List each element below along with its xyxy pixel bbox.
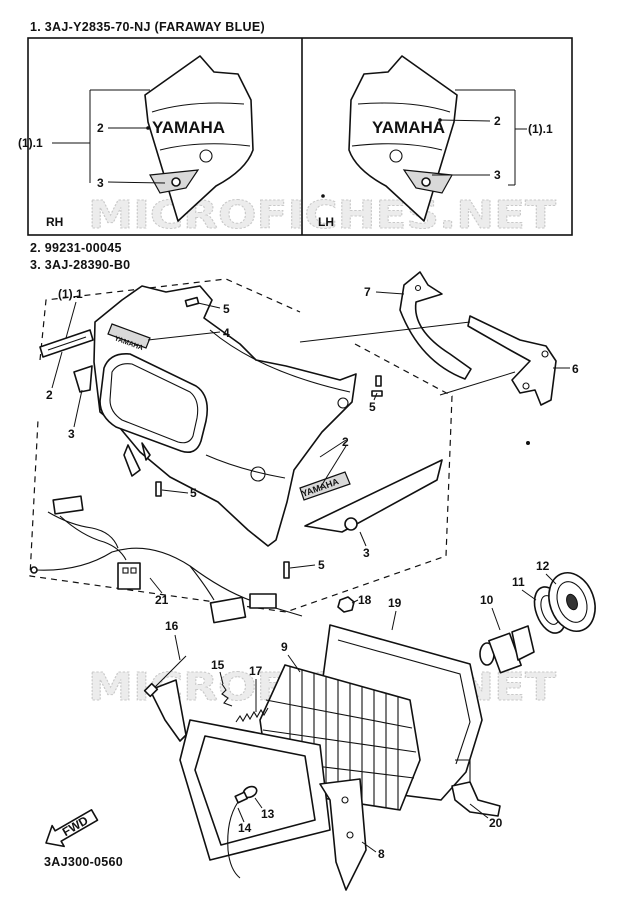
clip-lower <box>283 561 290 579</box>
lh-yamaha-logo: YAMAHA <box>372 118 445 137</box>
position-bulb <box>234 785 258 804</box>
inset-dot <box>321 194 325 198</box>
callout-15: 15 <box>211 658 225 672</box>
lower-tab <box>123 444 141 477</box>
lh-side-cover <box>348 55 458 222</box>
rh-callout-3: 3 <box>97 176 104 190</box>
callout-2-left: 2 <box>46 388 53 402</box>
callout-16: 16 <box>165 619 179 633</box>
callout-5-right: 5 <box>369 400 376 414</box>
headlight-opening <box>99 352 209 454</box>
left-lower-piece <box>73 365 93 393</box>
callout-2-right: 2 <box>342 435 349 449</box>
rh-bracket <box>52 89 166 184</box>
lower-side-cover-strip <box>304 459 443 533</box>
lh-callout-3: 3 <box>494 168 501 182</box>
lh-bracket <box>432 89 527 186</box>
callout-10: 10 <box>480 593 494 607</box>
rh-yamaha-logo: YAMAHA <box>152 118 225 137</box>
fairing-assembly-boundary <box>29 278 453 613</box>
stay-guide-line <box>439 371 516 396</box>
leader-lines <box>51 291 570 853</box>
rh-callout-2: 2 <box>97 121 104 135</box>
callout-6: 6 <box>572 362 579 376</box>
fairing-bracket <box>399 271 472 380</box>
clip-upper <box>184 296 200 308</box>
upper-decal <box>107 323 151 349</box>
part-3-heading: 3. 3AJ-28390-B0 <box>30 258 130 272</box>
callout-21: 21 <box>155 593 169 607</box>
callout-assembly: (1).1 <box>58 287 83 301</box>
rh-label: RH <box>46 215 63 229</box>
adjusting-bolt <box>143 655 187 698</box>
rh-side-cover <box>144 55 254 222</box>
callout-8: 8 <box>378 847 385 861</box>
rim-left-bracket <box>149 679 187 742</box>
callout-12: 12 <box>536 559 550 573</box>
callout-5-middle: 5 <box>190 486 197 500</box>
headlight-bracket <box>451 781 501 817</box>
upper-fairing <box>93 285 357 547</box>
forward-arrow <box>45 809 99 848</box>
fairing-stay <box>467 315 557 406</box>
lh-callout-2: 2 <box>494 114 501 128</box>
callout-3-left: 3 <box>68 427 75 441</box>
callout-18: 18 <box>358 593 372 607</box>
spring <box>235 707 269 723</box>
bracket-guide-line <box>299 321 471 343</box>
callout-4: 4 <box>223 326 230 340</box>
nut <box>337 596 355 613</box>
loose-dot <box>526 441 530 445</box>
callout-3-right: 3 <box>363 546 370 560</box>
bulb-cover <box>548 572 596 632</box>
lens-ribbing <box>262 667 417 809</box>
watermark-upper: MICROFICHES.NET <box>88 193 556 237</box>
left-decal-strip <box>39 329 94 358</box>
callout-5-upper: 5 <box>223 302 230 316</box>
headlight-bulb <box>479 625 535 674</box>
lower-decal <box>299 471 351 501</box>
rh-assembly-callout: (1).1 <box>18 136 43 150</box>
wire-harness <box>30 495 303 624</box>
callout-7: 7 <box>364 285 371 299</box>
fairing-mount-hole <box>250 466 266 482</box>
callout-13: 13 <box>261 807 275 821</box>
screw <box>221 683 233 707</box>
rim-side-plate <box>319 778 367 891</box>
diagram-code: 3AJ300-0560 <box>44 855 123 869</box>
lh-assembly-callout: (1).1 <box>528 122 553 136</box>
inset-frame <box>27 37 573 236</box>
callout-20: 20 <box>489 816 503 830</box>
fairing-vent <box>337 397 349 409</box>
callout-5-lower: 5 <box>318 558 325 572</box>
headlight-rim <box>149 679 367 891</box>
callout-11: 11 <box>512 575 525 589</box>
bulb-socket-wire <box>227 801 241 879</box>
part-1-heading: 1. 3AJ-Y2835-70-NJ (FARAWAY BLUE) <box>30 20 265 34</box>
lh-label: LH <box>318 215 334 229</box>
callout-19: 19 <box>388 596 402 610</box>
callout-14: 14 <box>238 821 252 835</box>
part-2-heading: 2. 99231-00045 <box>30 241 122 255</box>
clip-middle <box>155 481 162 497</box>
callout-9: 9 <box>281 640 288 654</box>
clip-right-a <box>375 375 382 387</box>
callout-17: 17 <box>249 664 263 678</box>
